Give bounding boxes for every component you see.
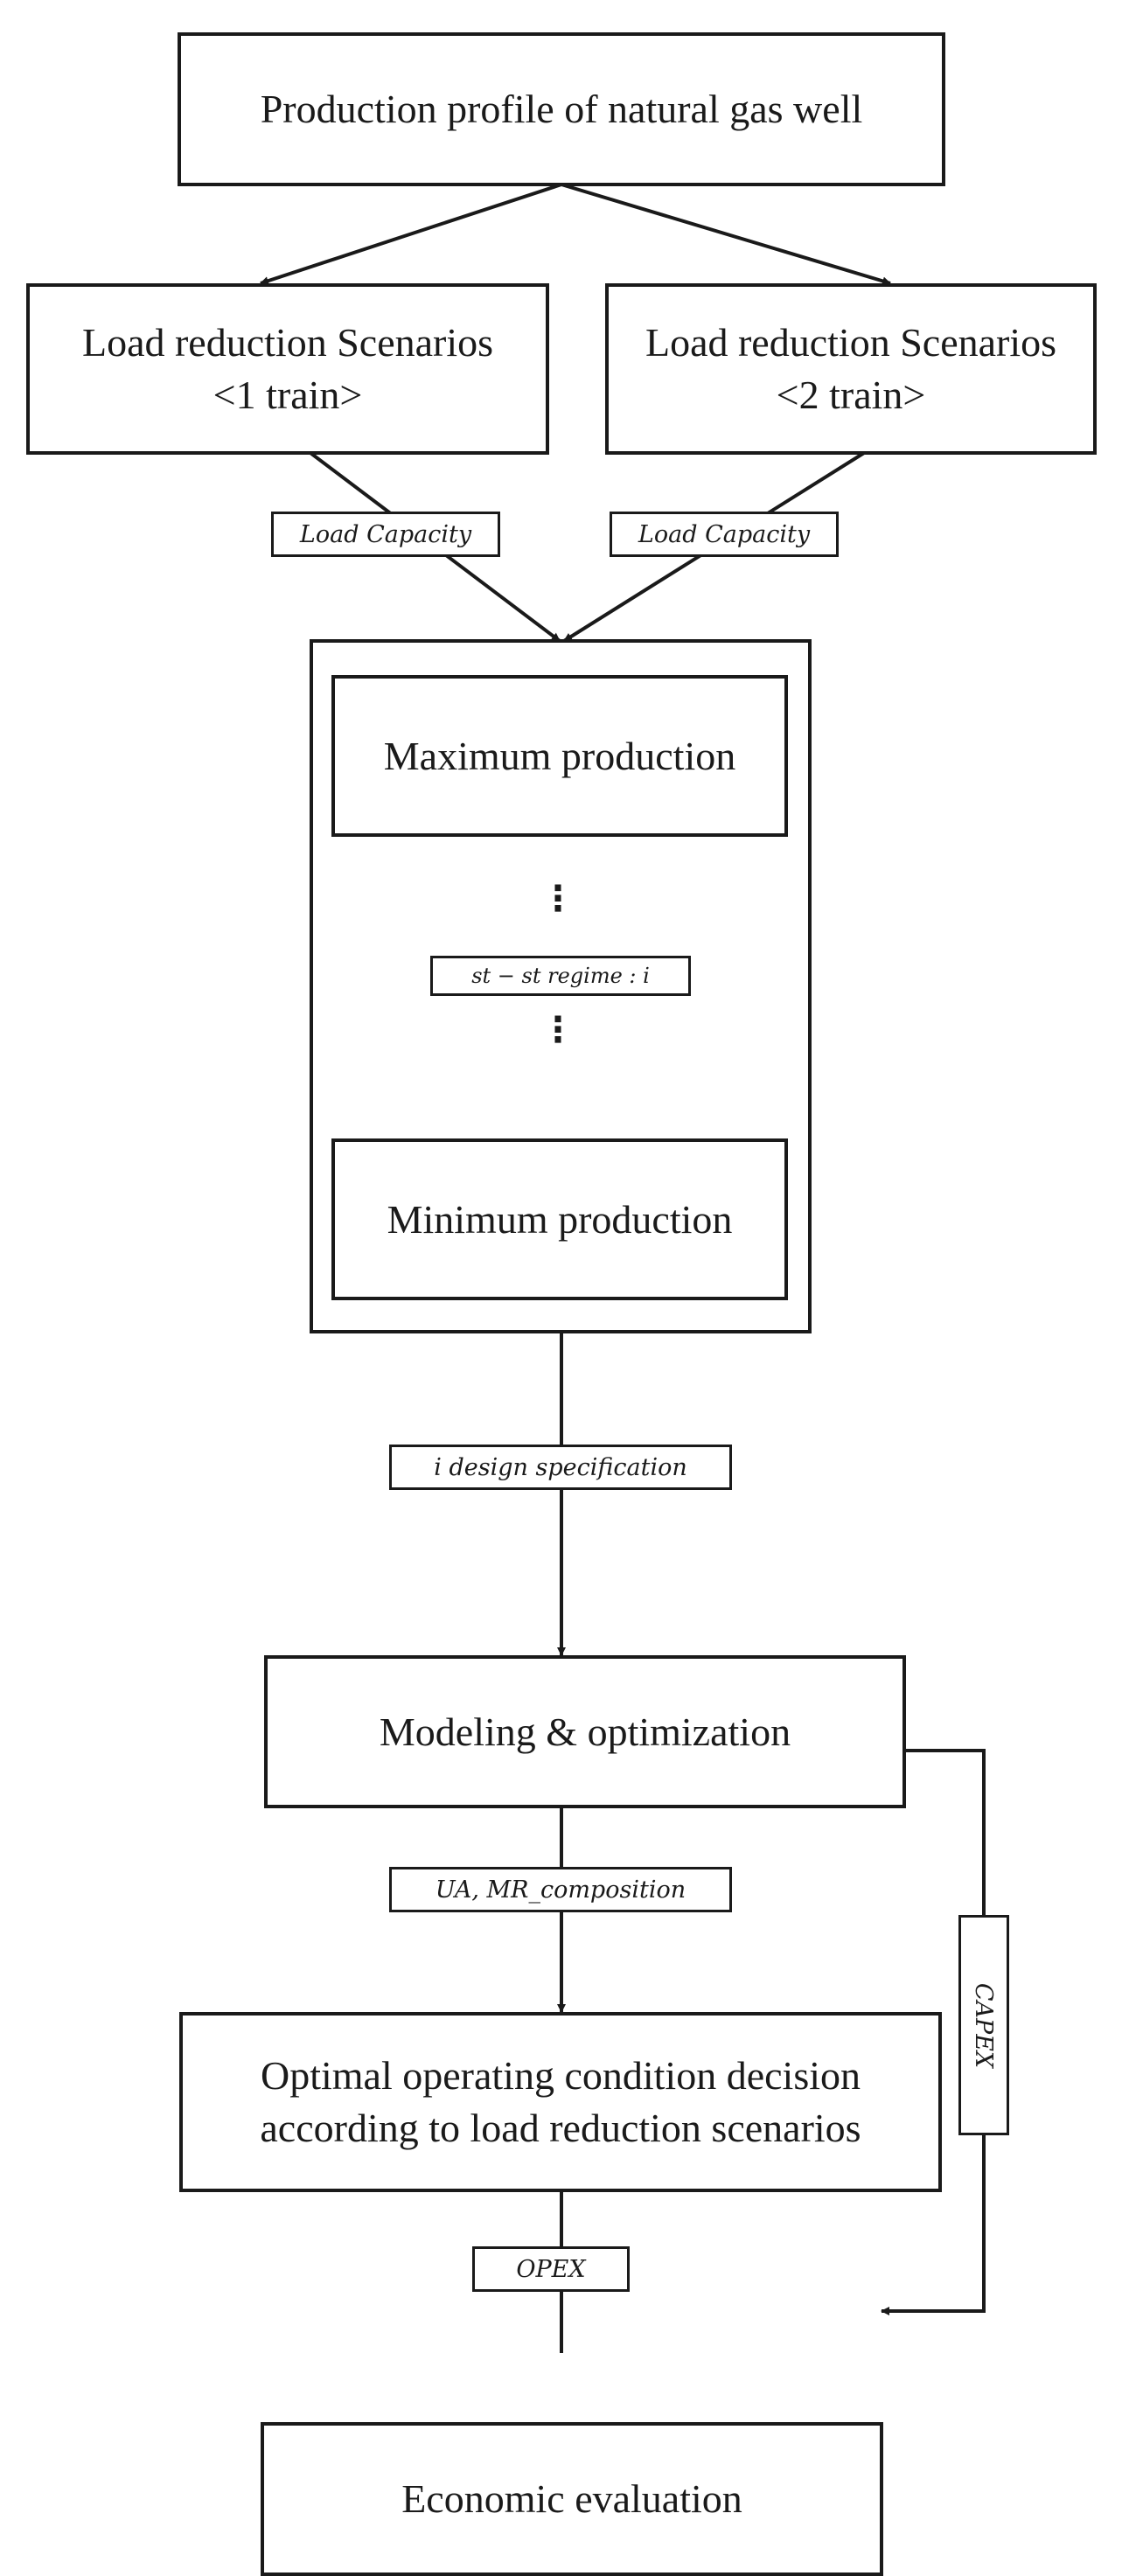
load-capacity-tag-1: Load Capacity [271,512,500,557]
scenario-1-train: <1 train> [213,372,363,417]
decision-box: Optimal operating condition decision acc… [179,2012,942,2192]
modeling-box: Modeling & optimization [264,1655,906,1808]
decision-label-1: Optimal operating condition decision [260,2053,861,2099]
arrow-profile-to-scenario-1 [260,183,562,285]
modeling-label: Modeling & optimization [379,1709,791,1754]
economic-label: Economic evaluation [401,2476,742,2522]
design-spec-tag: i design specification [389,1445,732,1490]
regime-outer-frame [310,639,812,1333]
ua-mr-tag: UA, MR_composition [389,1867,732,1912]
scenario-1-box: Load reduction Scenarios <1 train> [26,283,549,455]
regime-tag: st − st regime : i [430,956,691,996]
opex-tag: OPEX [472,2246,630,2292]
min-production-box: Minimum production [331,1138,788,1300]
arrow-profile-to-scenario-2 [561,183,891,286]
capex-tag: CAPEX [958,1915,1009,2135]
max-production-box: Maximum production [331,675,788,837]
ellipsis-bottom: ⋮ [540,1010,575,1050]
flowchart: Production profile of natural gas well L… [26,32,1097,2576]
min-production-label: Minimum production [387,1196,733,1242]
scenario-1-label: Load reduction Scenarios [81,320,494,366]
production-profile-box: Production profile of natural gas well [178,32,945,186]
max-production-label: Maximum production [383,733,736,778]
ellipsis-top: ⋮ [540,879,575,919]
economic-box: Economic evaluation [261,2422,883,2576]
decision-label-2: according to load reduction scenarios [260,2106,861,2150]
scenario-2-box: Load reduction Scenarios <2 train> [605,283,1097,455]
scenario-2-train: <2 train> [776,372,926,417]
scenario-2-label: Load reduction Scenarios [645,320,1057,366]
production-profile-label: Production profile of natural gas well [260,87,863,132]
load-capacity-tag-2: Load Capacity [610,512,839,557]
